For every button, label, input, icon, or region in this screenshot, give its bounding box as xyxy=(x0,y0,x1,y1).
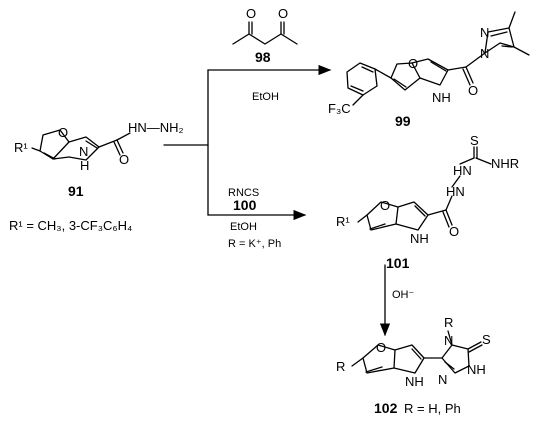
atom-hn-101b: HN xyxy=(453,163,472,178)
atom-r-n-102: R xyxy=(444,315,453,330)
atom-carbonyl-o-99: O xyxy=(468,83,478,98)
reagent-formula-100: RNCS xyxy=(228,187,259,199)
compound-label-102: 102 xyxy=(374,400,398,416)
compound-91-structure xyxy=(31,129,131,161)
atom-o-102: O xyxy=(376,340,386,355)
substituent-note-91: R¹ = CH₃, 3-CF₃C₆H₄ xyxy=(9,218,132,233)
atom-n-91: N xyxy=(79,144,88,159)
atom-n2-99: N xyxy=(480,25,489,40)
compound-label-100: 100 xyxy=(233,197,257,213)
atom-o-98b: O xyxy=(278,6,288,21)
compound-label-98: 98 xyxy=(255,49,271,65)
substituent-note-102: R = H, Ph xyxy=(404,401,461,416)
compound-101-structure xyxy=(357,146,492,231)
atom-s-102: S xyxy=(482,332,491,347)
compound-label-91: 91 xyxy=(68,183,84,199)
compound-99-structure xyxy=(346,11,530,106)
atom-r1-91: R¹ xyxy=(14,140,28,155)
atom-s-101: S xyxy=(470,133,479,148)
atom-carbonyl-o-91: O xyxy=(119,152,129,167)
condition-upper-solvent: EtOH xyxy=(252,91,279,103)
atom-carbonyl-o-101: O xyxy=(449,224,459,239)
condition-r-note: R = K⁺, Ph xyxy=(228,238,281,250)
atom-r1-101: R¹ xyxy=(336,214,350,229)
hydrazide-91: HN—NH₂ xyxy=(128,120,184,135)
atom-n1-99: N xyxy=(480,46,489,61)
atom-h-91: H xyxy=(80,158,89,173)
compound-98-structure xyxy=(232,21,298,45)
atom-nh-101: NH xyxy=(410,231,429,246)
atom-o-91: O xyxy=(58,125,68,140)
scheme-labels: O H N R¹ O HN—NH₂ 91 R¹ = CH₃, 3-CF₃C₆H₄… xyxy=(9,6,519,416)
atom-n1-102: N xyxy=(438,372,447,387)
compound-label-99: 99 xyxy=(395,113,411,129)
condition-base: OH⁻ xyxy=(392,289,415,301)
atom-r-102: R xyxy=(336,359,345,374)
atom-n4-102: N xyxy=(444,333,453,348)
condition-lower-solvent: EtOH xyxy=(230,221,257,233)
atom-nh-102: NH xyxy=(405,374,424,389)
compound-label-101: 101 xyxy=(386,255,410,271)
atom-nh-triazole-102: NH xyxy=(467,362,486,377)
atom-o-99: O xyxy=(408,56,418,71)
atom-o-98a: O xyxy=(246,6,256,21)
atom-nh-99: NH xyxy=(432,90,451,105)
atom-nhr-101: NHR xyxy=(491,156,519,171)
atom-o-101: O xyxy=(380,198,390,213)
atom-hn-101a: HN xyxy=(446,184,465,199)
reaction-arrows xyxy=(163,64,391,337)
compound-102-structure xyxy=(351,330,483,374)
cf3-group-99: F₃C xyxy=(328,101,351,116)
